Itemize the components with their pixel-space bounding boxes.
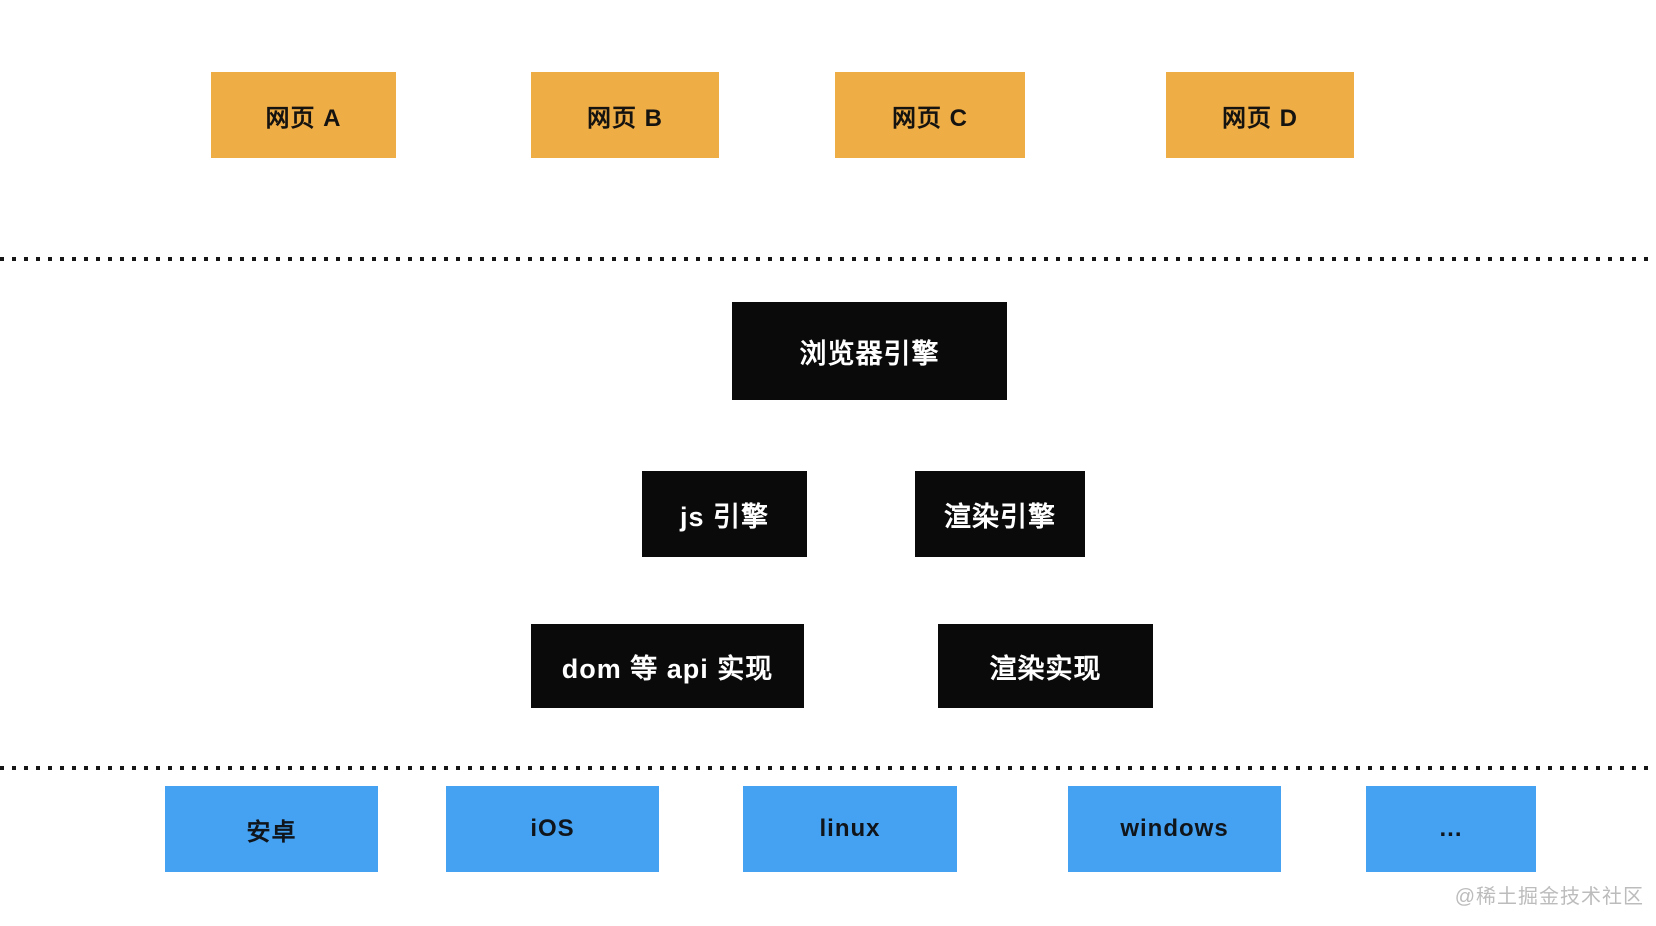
watermark: @稀土掘金技术社区 [1454, 886, 1644, 908]
webpage-box-d-label: 网页 D [1222, 104, 1298, 132]
webpage-box-b-label: 网页 B [587, 104, 663, 132]
os-box-more-label: ... [1439, 815, 1463, 842]
os-box-android-label: 安卓 [246, 818, 297, 846]
os-box-windows: windows [1068, 786, 1281, 872]
webpage-box-c: 网页 C [835, 72, 1025, 158]
dom-api-impl-box: dom 等 api 实现 [531, 624, 804, 708]
render-impl-label: 渲染实现 [989, 653, 1102, 684]
os-box-android: 安卓 [165, 786, 378, 872]
dom-api-impl-label: dom 等 api 实现 [561, 653, 774, 684]
webpage-box-d: 网页 D [1166, 72, 1354, 158]
os-box-linux-label: linux [819, 815, 881, 842]
browser-engine-label: 浏览器引擎 [799, 338, 940, 369]
webpage-box-c-label: 网页 C [892, 104, 968, 132]
render-engine-box: 渲染引擎 [915, 471, 1085, 557]
js-engine-box: js 引擎 [642, 471, 807, 557]
os-box-more: ... [1366, 786, 1536, 872]
os-box-windows-label: windows [1120, 815, 1229, 842]
webpage-box-a-label: 网页 A [265, 104, 342, 132]
webpage-box-a: 网页 A [211, 72, 396, 158]
render-impl-box: 渲染实现 [938, 624, 1153, 708]
os-box-ios: iOS [446, 786, 659, 872]
os-box-linux: linux [743, 786, 957, 872]
js-engine-label: js 引擎 [679, 501, 770, 532]
browser-engine-box: 浏览器引擎 [732, 302, 1007, 400]
render-engine-label: 渲染引擎 [944, 501, 1056, 532]
dotted-divider-bottom [0, 766, 1656, 770]
os-box-ios-label: iOS [530, 815, 575, 842]
dotted-divider-top [0, 257, 1656, 261]
webpage-box-b: 网页 B [531, 72, 719, 158]
